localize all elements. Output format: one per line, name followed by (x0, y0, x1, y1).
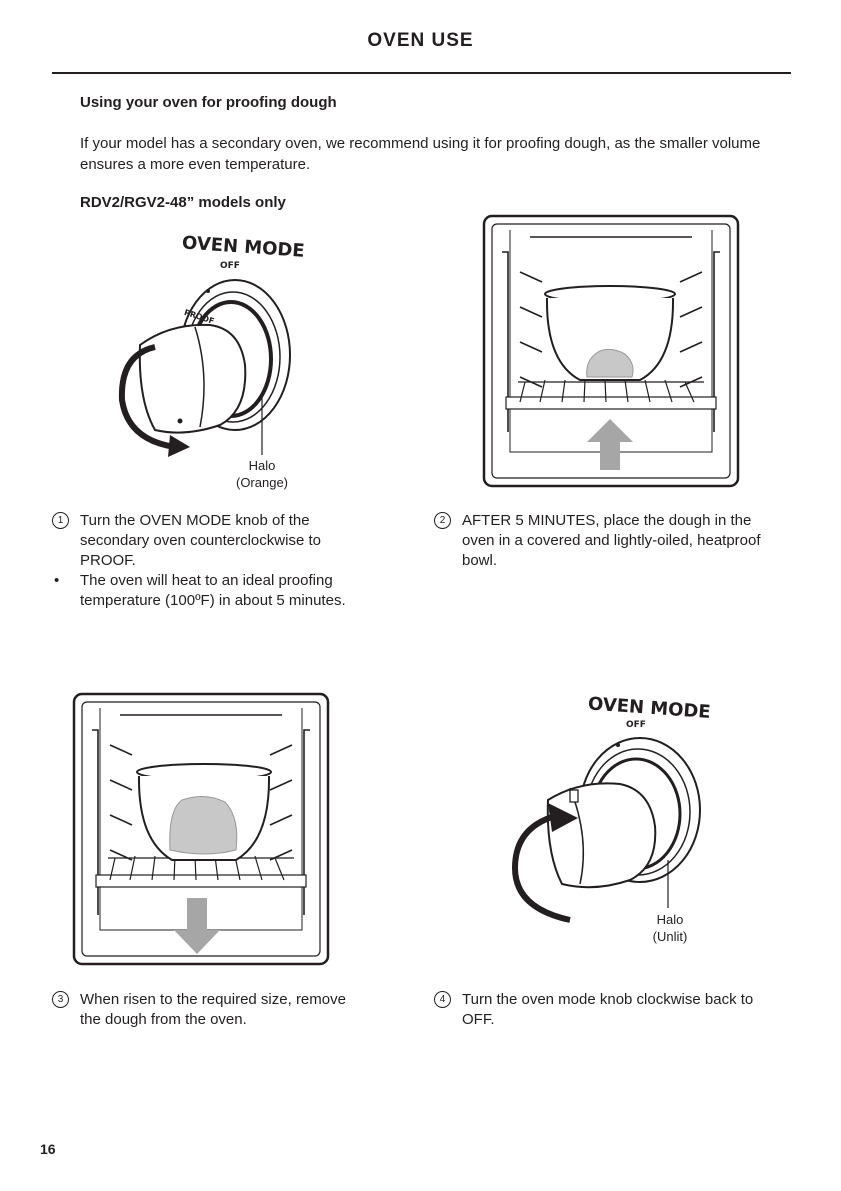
step-2: 2 AFTER 5 MINUTES, place the dough in th… (434, 511, 782, 571)
step-number-badge: 3 (52, 991, 69, 1008)
up-arrow-icon (587, 419, 633, 470)
models-note: RDV2/RGV2-48” models only (80, 194, 286, 211)
page-header-title: OVEN USE (367, 30, 474, 51)
knob-off-figure: OVEN MODE OFF (500, 688, 720, 933)
oven-rack-supports (502, 236, 720, 432)
halo-state-label: (Unlit) (652, 929, 688, 944)
step-4: 4 Turn the oven mode knob clockwise back… (434, 990, 762, 1030)
knob-off-label: OFF (220, 261, 240, 271)
page-number: 16 (40, 1141, 56, 1157)
halo-state-label: (Orange) (235, 475, 289, 490)
step-text: Turn the OVEN MODE knob of the secondary… (80, 512, 321, 569)
knob-off-label: OFF (626, 720, 646, 730)
down-arrow-icon (174, 898, 220, 954)
knob-oven-mode-label: OVEN MODE (181, 232, 305, 262)
counterclockwise-arrow-icon (118, 344, 190, 457)
bullet-note: • The oven will heat to an ideal proofin… (54, 571, 410, 611)
step-text: Turn the oven mode knob clockwise back t… (462, 991, 754, 1028)
covered-bowl (136, 763, 272, 861)
knob-proof-figure: OVEN MODE OFF PROOF (100, 225, 320, 485)
section-heading: Using your oven for proofing dough (80, 94, 337, 111)
step-number-badge: 2 (434, 512, 451, 529)
oven-remove-dough-figure (70, 690, 332, 968)
step-number-badge: 4 (434, 991, 451, 1008)
knob-body (546, 782, 657, 889)
step-number-badge: 1 (52, 512, 69, 529)
halo-label: Halo (248, 458, 276, 473)
step-text: When risen to the required size, remove … (80, 991, 346, 1028)
halo-unlit-caption: Halo (Unlit) (630, 911, 710, 945)
bullet-icon: • (54, 572, 60, 589)
oven-rack (505, 379, 717, 410)
knob-oven-mode-label: OVEN MODE (587, 693, 711, 723)
step-3: 3 When risen to the required size, remov… (52, 990, 370, 1030)
dough (586, 348, 634, 378)
clockwise-arrow-icon (511, 803, 578, 923)
risen-dough (169, 796, 238, 855)
halo-label: Halo (656, 912, 684, 927)
step-1: 1 Turn the OVEN MODE knob of the seconda… (52, 511, 370, 571)
knob-body (138, 289, 247, 434)
intro-paragraph: If your model has a secondary oven, we r… (80, 135, 761, 173)
step-text: AFTER 5 MINUTES, place the dough in the … (462, 512, 761, 569)
halo-orange-caption: Halo (Orange) (222, 457, 302, 491)
bullet-text: The oven will heat to an ideal proofing … (80, 572, 346, 609)
covered-bowl (544, 285, 676, 381)
header-divider (52, 72, 791, 74)
oven-place-dough-figure (480, 212, 742, 490)
